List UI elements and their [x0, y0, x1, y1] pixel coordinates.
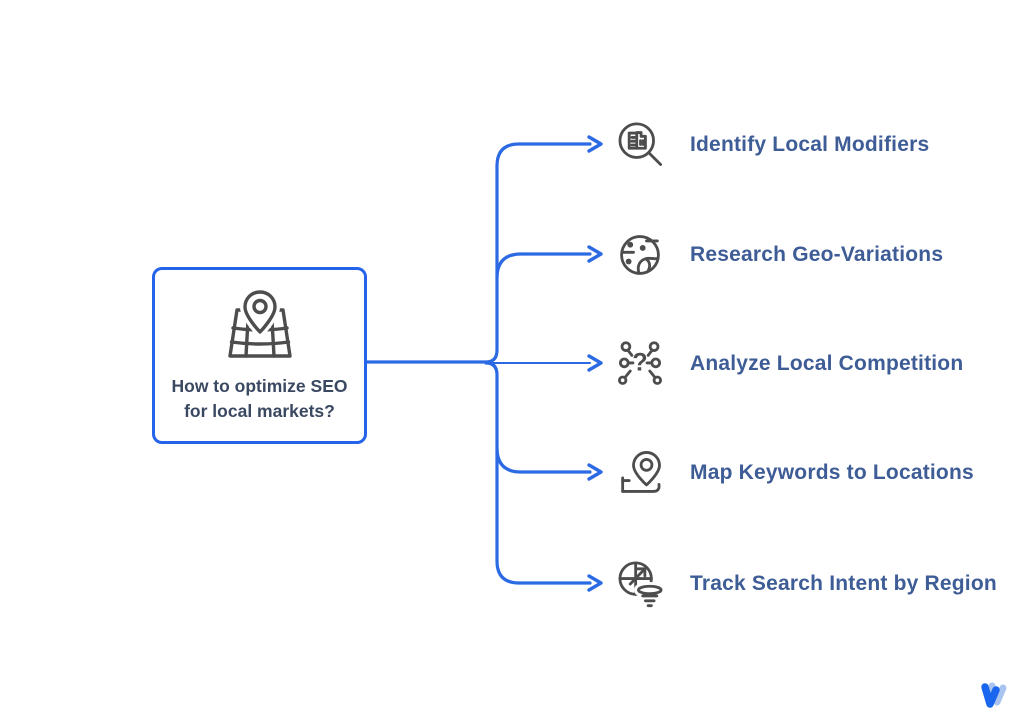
- network-question-icon: ?: [612, 336, 668, 392]
- branch-label: Track Search Intent by Region: [690, 572, 997, 595]
- branch-row-track-search-intent-by-region: Track Search Intent by Region: [612, 552, 997, 616]
- svg-text:?: ?: [632, 349, 647, 377]
- central-topic-box: How to optimize SEO for local markets?: [152, 267, 367, 444]
- map-pin-icon: [227, 288, 292, 358]
- branch-row-identify-local-modifiers: Identify Local Modifiers: [612, 113, 929, 177]
- central-topic-title: How to optimize SEO for local markets?: [172, 374, 348, 424]
- branch-label: Analyze Local Competition: [690, 352, 964, 375]
- branch-label: Map Keywords to Locations: [690, 461, 974, 484]
- branch-row-analyze-local-competition: ? Analyze Local Competition: [612, 332, 963, 396]
- central-topic-line1: How to optimize SEO: [171, 376, 348, 396]
- globe-funnel-icon: [612, 556, 668, 612]
- globe-icon: [612, 227, 668, 283]
- branch-row-map-keywords-to-locations: Map Keywords to Locations: [612, 441, 974, 505]
- magnifier-document-icon: [612, 117, 668, 173]
- pin-hand-icon: [612, 445, 668, 501]
- central-topic-line2: for local markets?: [184, 401, 335, 421]
- branch-label: Research Geo-Variations: [690, 243, 944, 266]
- branch-label: Identify Local Modifiers: [690, 133, 930, 156]
- brand-logo-icon: [981, 682, 1007, 708]
- branch-row-research-geo-variations: Research Geo-Variations: [612, 223, 943, 287]
